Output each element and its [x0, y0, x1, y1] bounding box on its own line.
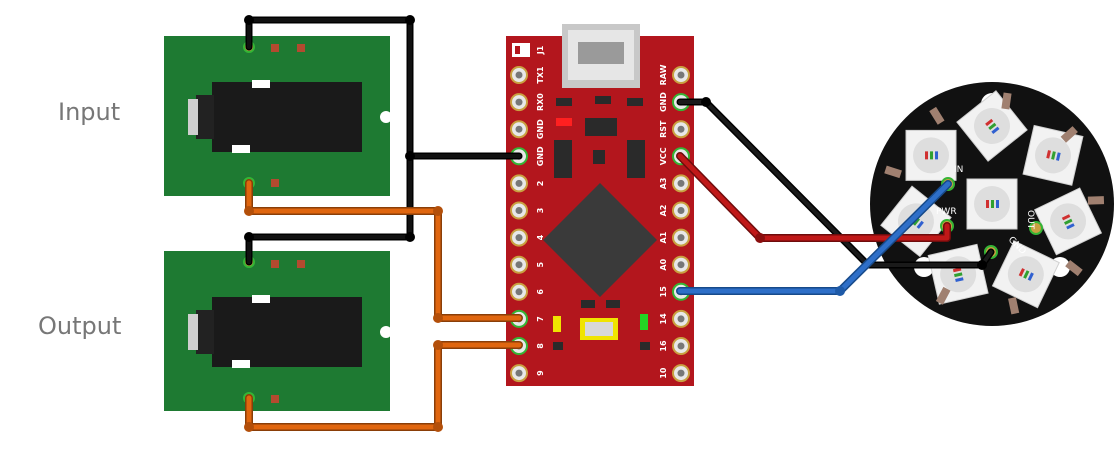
- right-pin-pad-hole: [677, 125, 685, 133]
- left-pin-pad-hole: [515, 288, 523, 296]
- ring-capacitor: [1001, 92, 1012, 110]
- led-pixel: [966, 178, 1018, 230]
- left-pin-pad-hole: [515, 261, 523, 269]
- right-pin-label: VCC: [659, 147, 668, 165]
- led-ring: IN PWR OUT GND: [870, 82, 1114, 326]
- input-jack-module: [164, 36, 392, 196]
- left-pin-label: GND: [536, 146, 545, 166]
- right-pin-label: RST: [659, 120, 668, 138]
- left-pin-label: 8: [536, 343, 545, 349]
- header-label: J1: [536, 45, 545, 55]
- right-pin-pad-hole: [677, 179, 685, 187]
- left-pin-label: TX1: [536, 66, 545, 84]
- right-pin-label: A3: [659, 178, 668, 190]
- left-pin-label: 6: [536, 289, 545, 295]
- ring-pwr-label: PWR: [936, 207, 957, 217]
- ring-capacitor: [1087, 196, 1105, 205]
- left-pin-label: RX0: [536, 93, 545, 111]
- ring-capacitor: [1065, 259, 1083, 277]
- right-pin-pad-hole: [677, 342, 685, 350]
- wires: [244, 15, 995, 432]
- right-pin-label: 15: [659, 286, 668, 298]
- pro-micro-board: [506, 24, 694, 386]
- ring-capacitors: [884, 92, 1105, 315]
- output-label: Output: [38, 312, 122, 340]
- right-pin-pad-hole: [677, 234, 685, 242]
- ring-out-pad: [1029, 221, 1043, 235]
- right-pin-label: 10: [659, 367, 668, 379]
- left-pin-label: GND: [536, 119, 545, 139]
- right-pin-pad-hole: [677, 369, 685, 377]
- right-pin-label: 14: [659, 313, 668, 325]
- led-pixel: [991, 240, 1060, 309]
- board-pin-headers: TX1RX0GNDGND23456789RAWGNDRSTVCCA3A2A1A0…: [510, 45, 690, 383]
- left-pin-label: 7: [536, 316, 545, 322]
- ring-capacitor: [1060, 126, 1078, 143]
- left-pin-pad-hole: [515, 125, 523, 133]
- right-pin-pad-hole: [677, 207, 685, 214]
- ring-capacitor: [935, 286, 951, 305]
- right-pin-pad-hole: [677, 71, 685, 79]
- left-pin-label: 9: [536, 370, 545, 376]
- right-pin-label: A1: [659, 231, 668, 243]
- right-pin-label: 16: [659, 340, 668, 352]
- led-pixel: [905, 129, 957, 181]
- left-pin-label: 3: [536, 208, 545, 214]
- ring-capacitor: [929, 106, 945, 125]
- output-jack-module: [164, 251, 392, 411]
- left-pin-pad-hole: [515, 207, 523, 214]
- ring-in-label: IN: [954, 165, 963, 175]
- left-pin-pad-hole: [515, 71, 523, 79]
- right-pin-label: RAW: [659, 64, 668, 85]
- right-pin-label: A2: [659, 205, 668, 217]
- led-pixel: [927, 243, 989, 305]
- left-pin-label: 2: [536, 181, 545, 187]
- right-pin-pad-hole: [677, 315, 685, 323]
- left-pin-label: 4: [536, 234, 545, 240]
- left-pin-pad-hole: [515, 179, 523, 187]
- ring-capacitor: [884, 165, 902, 179]
- input-label: Input: [58, 98, 121, 126]
- ring-capacitor: [1008, 297, 1020, 315]
- right-pin-label: GND: [659, 92, 668, 112]
- ring-out-label: OUT: [1025, 210, 1035, 230]
- left-pin-pad-hole: [515, 234, 523, 242]
- left-pin-label: 5: [536, 261, 545, 267]
- led-pixel: [956, 90, 1028, 162]
- right-pin-label: A0: [659, 258, 668, 270]
- left-pin-pad-hole: [515, 369, 523, 377]
- led-pixel: [1034, 187, 1103, 256]
- right-pin-pad-hole: [677, 261, 685, 269]
- left-pin-pad-hole: [515, 98, 523, 106]
